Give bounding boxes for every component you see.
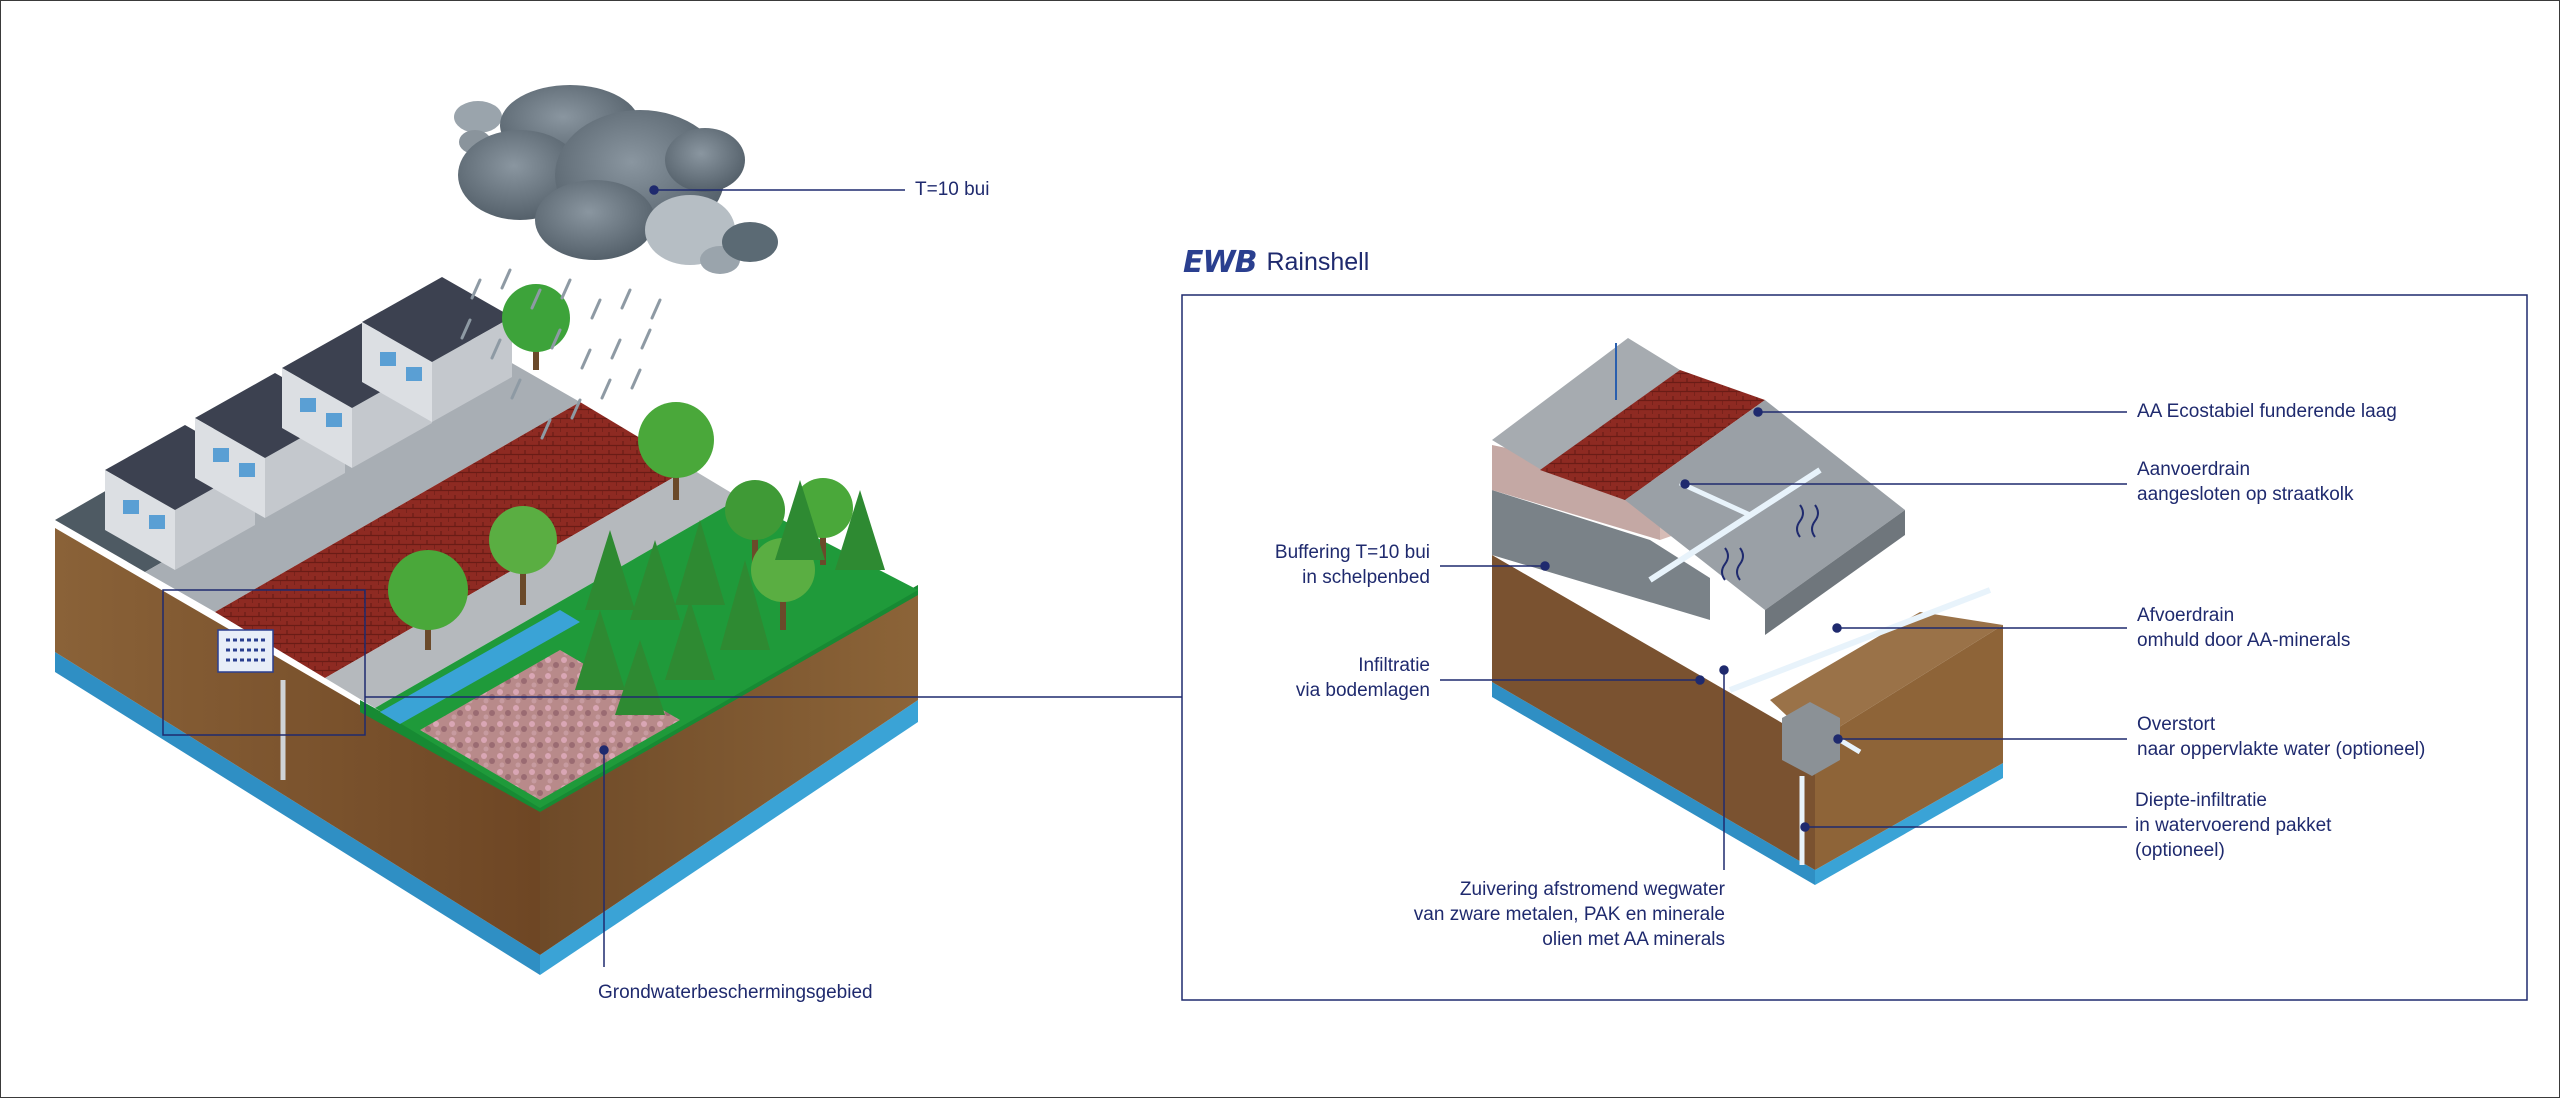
- ditch: [380, 610, 580, 724]
- product-name: Rainshell: [1266, 247, 1370, 276]
- deciduous-tree: [638, 402, 714, 500]
- label-discharge-drain: Afvoerdrain omhuld door AA-minerals: [2137, 605, 2351, 651]
- deciduous-tree: [489, 506, 557, 605]
- foundation-layer: [1492, 445, 1660, 540]
- label-groundwater-area: Grondwaterbeschermingsgebied: [598, 982, 873, 1003]
- soil-face-left: [55, 528, 540, 955]
- water-layer-right: [540, 700, 918, 975]
- trees: [388, 284, 885, 715]
- label-storm: T=10 bui: [915, 179, 990, 200]
- label-supply-drain: Aanvoerdrain aangesloten op straatkolk: [2137, 459, 2354, 505]
- deciduous-tree: [725, 480, 785, 575]
- curb: [1492, 338, 1680, 472]
- conifer-tree: [585, 530, 635, 610]
- leader-lines: [599, 185, 2127, 967]
- brick-paving: [1540, 370, 1765, 500]
- label-foundation: AA Ecostabiel funderende laag: [2137, 401, 2397, 422]
- soil-detail-left: [1492, 555, 1815, 870]
- label-buffering: Buffering T=10 bui in schelpenbed: [1274, 542, 1430, 588]
- conifer-tree: [835, 490, 885, 570]
- conifer-tree: [575, 610, 625, 690]
- neighbourhood-block: [55, 310, 918, 975]
- conifer-tree: [675, 520, 725, 605]
- rain: [460, 268, 662, 440]
- rain-cloud: [454, 85, 778, 274]
- discharge-drain: [1728, 587, 1992, 693]
- deciduous-tree: [388, 550, 468, 650]
- label-purification: Zuivering afstromend wegwater van zware …: [1413, 879, 1725, 950]
- brand-header: EWB Rainshell: [1183, 244, 1370, 280]
- soil-detail-right: [1815, 625, 2003, 870]
- conifer-tree: [665, 600, 715, 680]
- houses: [105, 277, 512, 570]
- conifer-tree: [775, 480, 825, 560]
- brick-street: [215, 402, 690, 678]
- water-layer-detail-left: [1492, 682, 1815, 885]
- shell-bed: [1492, 490, 1710, 620]
- label-infiltration: Infiltratie via bodemlagen: [1295, 655, 1430, 701]
- label-deep-infiltration: Diepte-infiltratie in watervoerend pakke…: [2135, 790, 2332, 861]
- soil-face-right: [540, 585, 918, 955]
- soil-detail-top: [1770, 612, 2003, 742]
- detail-frame: [1181, 294, 2528, 1001]
- sidewalk: [145, 362, 580, 612]
- house-4: [362, 277, 512, 422]
- overflow-box: [1782, 702, 1840, 776]
- water-layer-left: [55, 652, 540, 975]
- supply-drain: [1678, 480, 1752, 518]
- rainshell-cross-section: [1492, 338, 2003, 885]
- ewb-logo: EWB: [1183, 244, 1257, 280]
- water-layer-detail-right: [1815, 763, 2003, 885]
- deciduous-tree: [502, 284, 570, 370]
- conifer-tree: [720, 560, 770, 650]
- detail-box: [162, 589, 366, 736]
- label-overflow: Overstort naar oppervlakte water (option…: [2137, 714, 2426, 760]
- conifer-tree: [630, 540, 680, 620]
